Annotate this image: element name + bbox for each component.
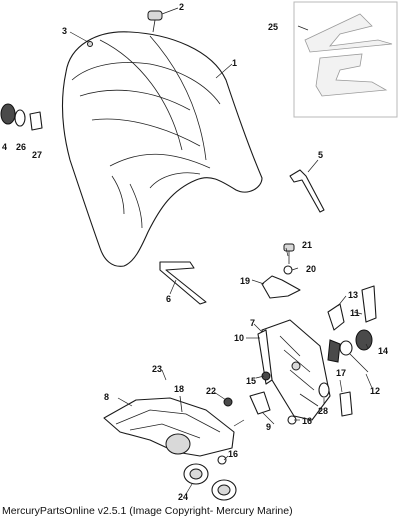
callout-18: 18 [174,384,184,394]
clip-9 [249,391,271,415]
callout-16: 16 [302,416,312,426]
top-cowl [61,31,263,267]
washer-16b [217,455,227,465]
callout-20: 20 [306,264,316,274]
ring-28 [318,382,330,398]
leader-lines [69,7,373,495]
callout-9: 9 [266,422,271,432]
lower-cover-8 [103,397,235,457]
callout-5: 5 [318,150,323,160]
latch-rod-5 [289,169,325,213]
callout-16b: 16 [228,449,238,459]
plug-14 [355,329,373,351]
pin-12 [349,353,369,373]
bushing-27 [29,111,43,131]
ring-26 [14,109,26,127]
callout-8: 8 [104,392,109,402]
washer-20 [283,265,293,275]
callout-11: 11 [350,308,360,318]
callout-15: 15 [246,376,256,386]
copyright-footer: MercuryPartsOnline v2.5.1 (Image Copyrig… [2,505,293,517]
callout-19: 19 [240,276,250,286]
callout-7: 7 [250,318,255,328]
callout-22: 22 [206,386,216,396]
grommet-13 [327,303,345,331]
callout-25: 25 [268,22,278,32]
rod-10 [257,329,273,385]
callout-27: 27 [32,150,42,160]
callout-1: 1 [232,58,237,68]
screw-2 [147,10,163,33]
tube-11 [361,285,377,323]
bracket-19 [261,275,301,299]
washer-15 [261,371,271,381]
callout-28: 28 [318,406,328,416]
o-ring [339,340,353,356]
decal-inset [293,1,398,118]
callout-numbers: 1 2 3 4 5 6 7 8 9 10 11 12 13 14 15 16 1… [2,2,388,502]
callout-13: 13 [348,290,358,300]
callout-14: 14 [378,346,388,356]
callout-3: 3 [62,26,67,36]
callout-17: 17 [336,368,346,378]
bushing-24 [183,463,237,501]
lower-pan-7 [261,319,331,421]
connector [327,339,341,363]
callout-6: 6 [166,294,171,304]
callout-21: 21 [302,240,312,250]
callout-10: 10 [234,333,244,343]
callout-4: 4 [2,142,7,152]
grommet-3 [87,41,93,47]
screw-18 [179,395,183,413]
callout-26: 26 [16,142,26,152]
bolt-21 [283,243,295,264]
callout-24: 24 [178,492,188,502]
seal-4 [0,103,16,125]
callout-2: 2 [179,2,184,12]
bracket-6 [159,261,207,305]
callout-23: 23 [152,364,162,374]
callout-12: 12 [370,386,380,396]
sensor-17 [339,391,353,417]
